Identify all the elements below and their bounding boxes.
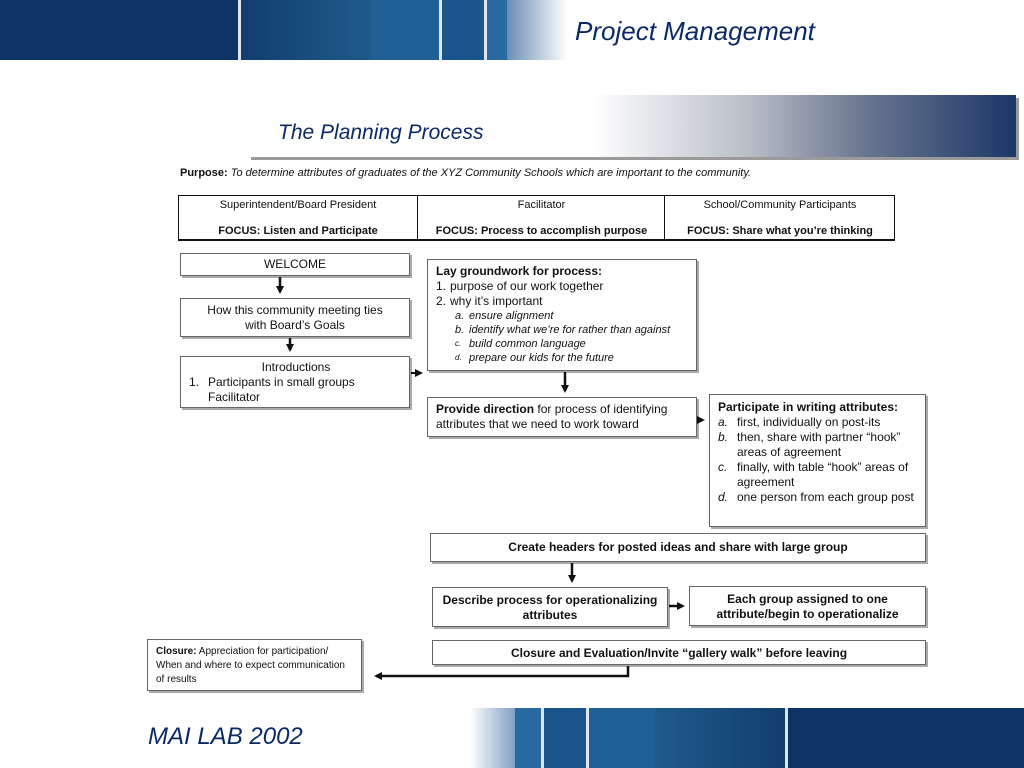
arrow-closure-eval-to-closure [374,666,630,680]
purpose-label: Purpose: [180,167,228,179]
list-item: d. one person from each group post [718,490,919,505]
board-goals-label: How this community meeting ties with Boa… [207,303,383,332]
list-text: then, share with partner “hook” areas of… [737,430,901,459]
each-group-box: Each group assigned to one attribute/beg… [689,586,926,626]
subtitle-bar [248,95,1016,157]
role-participants: School/Community Participants FOCUS: Sha… [664,196,895,240]
list-text: ensure alignment [469,310,554,322]
list-item: b. then, share with partner “hook” areas… [718,430,919,460]
role-superintendent: Superintendent/Board President FOCUS: Li… [179,196,417,240]
list-item: a. first, individually on post-its [718,415,919,430]
closure-evaluation-label: Closure and Evaluation/Invite “gallery w… [510,646,848,660]
closure-text: Appreciation for participation/ When and… [156,646,345,685]
participate-title: Participate in writing attributes: [718,400,899,414]
bottom-banner [470,708,1024,768]
purpose-text: To determine attributes of graduates of … [230,167,752,179]
provide-direction-box: Provide direction for process of identif… [427,397,697,437]
welcome-label: WELCOME [263,257,326,271]
participate-box: Participate in writing attributes: a. fi… [709,394,926,527]
provide-direction-bold: Provide direction [436,402,535,416]
list-marker: c. [718,460,728,474]
welcome-box: WELCOME [180,253,410,276]
header-title: Project Management [575,16,815,46]
create-headers-box: Create headers for posted ideas and shar… [430,533,926,562]
describe-process-label: Describe process for operationalizing at… [442,593,658,622]
list-marker: c. [455,339,462,348]
each-group-label: Each group assigned to one attribute/beg… [716,592,899,621]
list-item: c. finally, with table “hook” areas of a… [718,460,919,490]
board-goals-box: How this community meeting ties with Boa… [180,298,410,337]
groundwork-title: Lay groundwork for process: [436,264,603,278]
list-marker: d. [455,353,462,362]
create-headers-label: Create headers for posted ideas and shar… [508,540,848,554]
list-item: d. prepare our kids for the future [436,351,690,365]
list-marker: a. [718,415,729,429]
list-text: prepare our kids for the future [469,352,614,364]
role-focus: FOCUS: Share what you’re thinking [687,225,873,237]
roles-table: Superintendent/Board President FOCUS: Li… [178,195,895,241]
role-focus: FOCUS: Process to accomplish purpose [435,225,648,237]
footer-title: MAI LAB 2002 [148,723,303,750]
list-item: c. build common language [436,337,690,351]
list-marker: 1. [436,279,447,293]
role-name: Facilitator [517,199,566,211]
list-marker: 2. [436,294,447,308]
role-facilitator: Facilitator FOCUS: Process to accomplish… [417,196,665,240]
list-item: 1. purpose of our work together [436,279,690,294]
list-marker: b. [455,324,465,336]
closure-evaluation-box: Closure and Evaluation/Invite “gallery w… [432,640,926,665]
list-marker: a. [455,310,465,322]
list-item: 2. why it’s important [436,294,690,309]
provide-direction-text: for process of identifying attributes th… [436,402,668,431]
list-text: build common language [469,338,586,350]
closure-box: Closure: Appreciation for participation/… [147,639,362,691]
purpose-statement: Purpose: To determine attributes of grad… [180,167,900,179]
list-marker: d. [718,490,729,504]
closure-label: Closure: [156,646,197,657]
list-marker: 1. [189,375,200,389]
list-text: Participants in small groups Facilitator [208,375,355,404]
list-text: one person from each group post [737,490,914,504]
slide-subtitle: The Planning Process [278,121,484,144]
role-focus: FOCUS: Listen and Participate [218,225,378,237]
list-item: b. identify what we’re for rather than a… [436,323,690,337]
top-banner [0,0,1024,60]
introductions-box: Introductions 1. Participants in small g… [180,356,410,408]
list-text: first, individually on post-its [737,415,881,429]
list-text: why it’s important [450,294,543,308]
list-text: identify what we’re for rather than agai… [469,324,671,336]
groundwork-box: Lay groundwork for process: 1. purpose o… [427,259,697,371]
list-item: a. ensure alignment [436,309,690,323]
role-name: School/Community Participants [703,199,857,211]
list-marker: b. [718,430,729,444]
describe-process-box: Describe process for operationalizing at… [432,587,668,627]
list-text: purpose of our work together [450,279,604,293]
introductions-title: Introductions [261,360,331,374]
list-text: finally, with table “hook” areas of agre… [737,460,909,489]
role-name: Superintendent/Board President [219,199,377,211]
list-item: 1. Participants in small groups Facilita… [189,375,403,405]
